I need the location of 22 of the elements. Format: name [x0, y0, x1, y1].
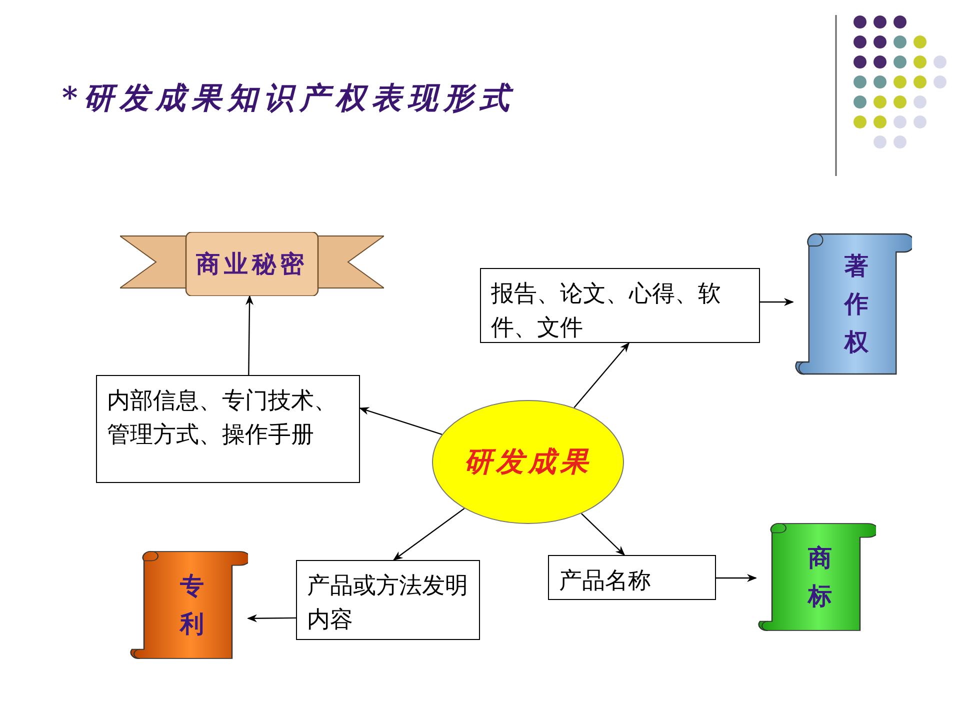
arrow	[392, 508, 465, 561]
text-box	[96, 375, 360, 483]
scroll-label: 专利	[179, 570, 205, 640]
arrow	[581, 513, 626, 556]
scroll-label: 著作权	[844, 250, 870, 358]
scroll-label: 商标	[807, 542, 833, 612]
box-text: 内部信息、专门技术、管理方式、操作手册	[107, 387, 338, 450]
title: *研发成果知识产权表现形式	[62, 80, 516, 118]
arrow	[247, 614, 296, 622]
arrow	[760, 298, 794, 306]
arrow	[716, 574, 757, 582]
ellipse-label: 研发成果	[464, 444, 592, 480]
banner-label: 商业秘密	[196, 248, 308, 280]
box-text: 产品名称	[559, 567, 652, 596]
text-box	[480, 268, 760, 343]
text-box	[548, 555, 716, 600]
arrow	[574, 342, 630, 408]
text-box	[296, 560, 480, 640]
arrow	[359, 407, 442, 436]
box-text: 报告、论文、心得、软件、文件	[491, 280, 722, 343]
box-text: 产品或方法发明内容	[307, 572, 469, 635]
arrow	[246, 295, 254, 375]
